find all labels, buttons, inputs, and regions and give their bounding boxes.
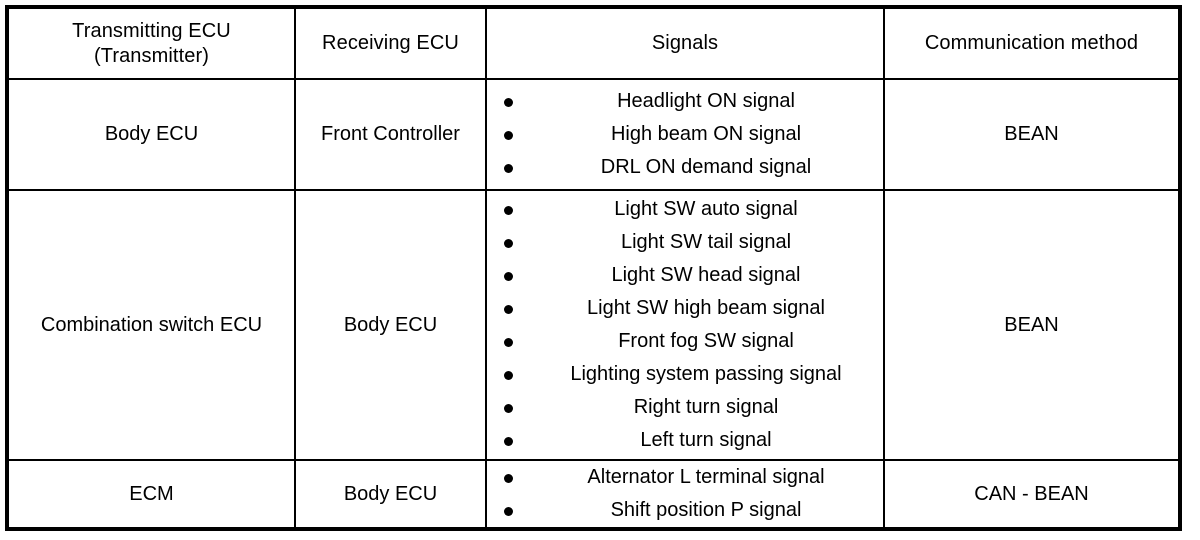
list-item: Right turn signal (501, 391, 883, 424)
table-row: ECM Body ECU Alternator L terminal signa… (6, 459, 1181, 530)
signal-list: Headlight ON signal High beam ON signal … (487, 85, 883, 184)
column-header-signals-line-1: Signals (651, 32, 719, 54)
bullet-icon (504, 271, 513, 281)
signal-label: DRL ON demand signal (600, 156, 812, 178)
list-item: Front fog SW signal (501, 325, 883, 358)
list-item: Light SW tail signal (501, 226, 883, 259)
bullet-icon (504, 304, 513, 314)
signal-label: High beam ON signal (610, 123, 802, 145)
bullet-icon (504, 506, 513, 516)
cell-communication-method: CAN - BEAN (883, 459, 1181, 530)
cell-transmitter: ECM (6, 459, 296, 530)
cell-receiver: Body ECU (294, 459, 487, 530)
list-item: DRL ON demand signal (501, 151, 883, 184)
column-header-communication-method: Communication method (883, 6, 1181, 80)
bullet-icon (504, 97, 513, 107)
bullet-icon (504, 337, 513, 347)
table-header-row: Transmitting ECU (Transmitter) Receiving… (6, 6, 1181, 80)
bullet-icon (504, 436, 513, 446)
column-header-transmitting-ecu-line-2: (Transmitter) (93, 44, 209, 67)
cell-receiver: Front Controller (294, 78, 487, 191)
signal-label: Light SW head signal (611, 264, 801, 286)
signal-label: Light SW tail signal (620, 231, 792, 253)
signal-communication-table-wrapper: Transmitting ECU (Transmitter) Receiving… (5, 5, 1182, 531)
bullet-icon (504, 238, 513, 248)
list-item: Light SW auto signal (501, 193, 883, 226)
cell-communication-method: BEAN (883, 78, 1181, 191)
list-item: Left turn signal (501, 424, 883, 457)
table-row: Combination switch ECU Body ECU Light SW… (6, 189, 1181, 461)
list-item: Light SW head signal (501, 259, 883, 292)
signal-label: Shift position P signal (610, 499, 802, 521)
bullet-icon (504, 130, 513, 140)
list-item: Shift position P signal (501, 494, 883, 527)
cell-transmitter: Body ECU (6, 78, 296, 191)
list-item: Lighting system passing signal (501, 358, 883, 391)
signal-label: Front fog SW signal (618, 330, 794, 352)
column-header-receiving-ecu-line-1: Receiving ECU (322, 32, 459, 54)
signal-label: Right turn signal (633, 396, 779, 418)
table-header: Transmitting ECU (Transmitter) Receiving… (6, 6, 1181, 80)
cell-signals: Alternator L terminal signal Shift posit… (485, 459, 885, 530)
signal-list: Light SW auto signal Light SW tail signa… (487, 193, 883, 457)
list-item: Light SW high beam signal (501, 292, 883, 325)
bullet-icon (504, 370, 513, 380)
table-body: Body ECU Front Controller Headlight ON s… (6, 78, 1181, 530)
table-row: Body ECU Front Controller Headlight ON s… (6, 78, 1181, 191)
signal-label: Alternator L terminal signal (587, 466, 825, 488)
column-header-transmitting-ecu-line-1: Transmitting ECU (72, 19, 231, 42)
signal-label: Light SW auto signal (614, 198, 798, 220)
column-header-receiving-ecu: Receiving ECU (294, 6, 487, 80)
signal-list: Alternator L terminal signal Shift posit… (487, 461, 883, 527)
bullet-icon (504, 163, 513, 173)
list-item: Alternator L terminal signal (501, 461, 883, 494)
cell-transmitter: Combination switch ECU (6, 189, 296, 461)
signal-label: Light SW high beam signal (587, 297, 825, 319)
signal-label: Left turn signal (640, 429, 772, 451)
column-header-signals: Signals (485, 6, 885, 80)
cell-signals: Light SW auto signal Light SW tail signa… (485, 189, 885, 461)
cell-receiver: Body ECU (294, 189, 487, 461)
column-header-transmitting-ecu: Transmitting ECU (Transmitter) (6, 6, 296, 80)
cell-signals: Headlight ON signal High beam ON signal … (485, 78, 885, 191)
bullet-icon (504, 403, 513, 413)
signal-communication-table: Transmitting ECU (Transmitter) Receiving… (5, 5, 1182, 531)
list-item: High beam ON signal (501, 118, 883, 151)
column-header-communication-method-line-1: Communication method (924, 32, 1139, 54)
signal-label: Lighting system passing signal (570, 363, 842, 385)
list-item: Headlight ON signal (501, 85, 883, 118)
signal-label: Headlight ON signal (617, 90, 795, 112)
bullet-icon (504, 205, 513, 215)
cell-communication-method: BEAN (883, 189, 1181, 461)
bullet-icon (504, 473, 513, 483)
